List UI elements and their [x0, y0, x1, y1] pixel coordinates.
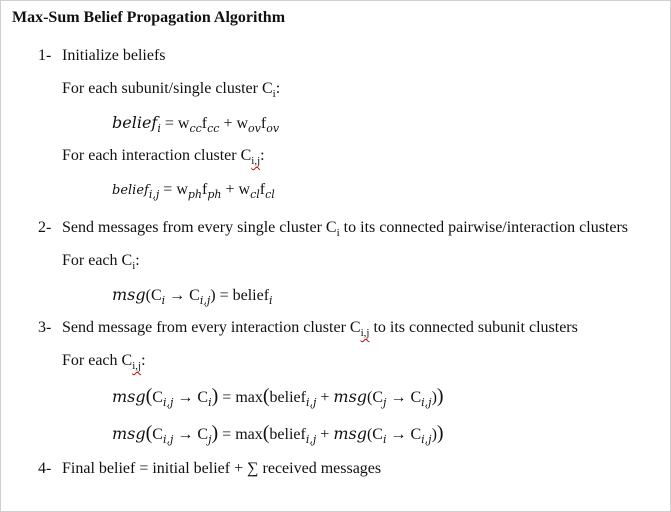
step-1-text: Initialize beliefs — [62, 47, 166, 64]
step-2-text: Send messages from every single cluster … — [62, 219, 629, 239]
step-4-number: 4- — [38, 460, 52, 477]
step-3-text: Send message from every interaction clus… — [62, 319, 578, 339]
step-4-text: Final belief = initial belief + ∑ receiv… — [62, 460, 382, 477]
for-each-cij-line: For each Ci,j: — [62, 352, 146, 372]
for-each-ci-line: For each Ci: — [62, 252, 140, 272]
belief-single-equation: beliefi = wccfcc + wovfov — [112, 113, 280, 135]
for-subunit-line: For each subunit/single cluster Ci: — [62, 80, 281, 100]
step-3-number: 3- — [38, 319, 52, 336]
for-interaction-line: For each interaction cluster Ci,j: — [62, 147, 265, 167]
document-title: Max-Sum Belief Propagation Algorithm — [12, 9, 286, 26]
msg-pair-to-j-equation: msg(Ci,j → Cj) = max(beliefi,j + msg(Ci … — [112, 422, 444, 446]
step-1-number: 1- — [38, 47, 52, 64]
msg-pair-to-i-equation: msg(Ci,j → Ci) = max(beliefi,j + msg(Cj … — [112, 385, 444, 409]
msg-single-equation: msg(Ci → Ci,j) = beliefi — [112, 285, 273, 307]
belief-pair-equation: beliefi,j = wphfph + wclfcl — [112, 181, 275, 201]
step-2-number: 2- — [38, 219, 52, 236]
